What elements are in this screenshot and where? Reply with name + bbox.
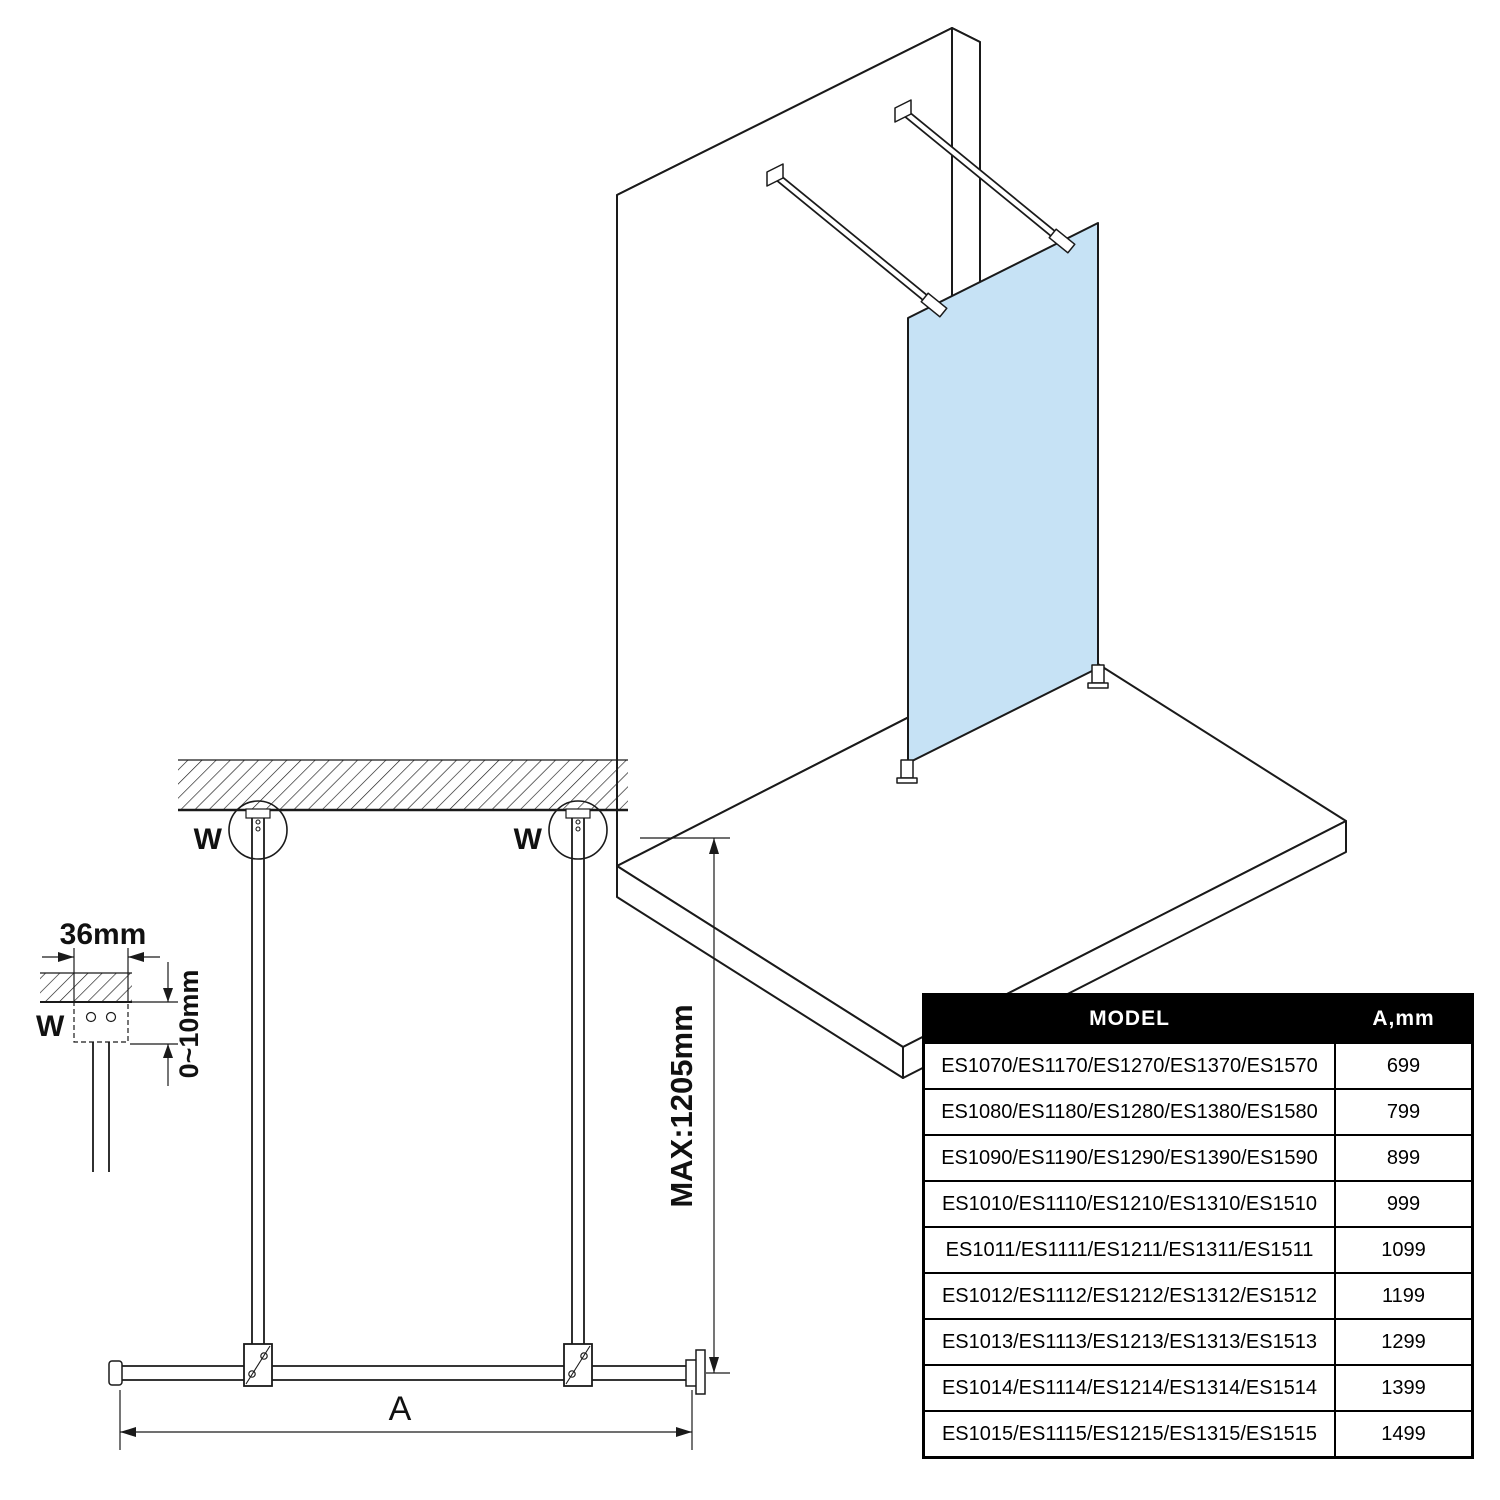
pole-clamp-left	[243, 1343, 273, 1387]
model-cell: ES1010/ES1110/ES1210/ES1310/ES1510	[922, 1180, 1336, 1228]
model-cell: ES1012/ES1112/ES1212/ES1312/ES1512	[922, 1272, 1336, 1320]
a-value-cell: 1399	[1334, 1364, 1474, 1412]
table-header-a: A,mm	[1334, 993, 1474, 1044]
glass-clamp	[920, 292, 948, 318]
a-value-cell: 1199	[1334, 1272, 1474, 1320]
a-value-cell: 799	[1334, 1088, 1474, 1136]
ceiling-bracket	[73, 1001, 129, 1043]
glass-foot	[900, 759, 914, 779]
wall-anchor-plate	[766, 163, 784, 187]
glass-foot-base	[1087, 682, 1109, 689]
model-cell: ES1070/ES1170/ES1270/ES1370/ES1570	[922, 1042, 1336, 1090]
support-pole-right	[565, 808, 591, 1352]
a-value-cell: 999	[1334, 1180, 1474, 1228]
dimension-gap: 0~10mm	[130, 962, 204, 1086]
model-cell: ES1015/ES1115/ES1215/ES1315/ES1515	[922, 1410, 1336, 1459]
w-label-right: W	[514, 823, 543, 856]
bar-right-wall-plate	[695, 1349, 706, 1395]
dim-max-label: MAX:1205mm	[664, 1004, 699, 1207]
w-label-left: W	[194, 823, 223, 856]
dimension-max-height: MAX:1205mm	[640, 837, 730, 1374]
glass-assembly	[896, 222, 1109, 784]
table-row: ES1010/ES1110/ES1210/ES1310/ES1510 999	[922, 1180, 1474, 1228]
glass-foot	[1091, 664, 1105, 684]
pole-clamp-right	[563, 1343, 593, 1387]
table-row: ES1012/ES1112/ES1212/ES1312/ES1512 1199	[922, 1272, 1474, 1320]
detail-w-label: W	[36, 1010, 65, 1043]
table-row: ES1014/ES1114/ES1214/ES1314/ES1514 1399	[922, 1364, 1474, 1412]
glass-clamp	[1048, 228, 1076, 254]
a-value-cell: 899	[1334, 1134, 1474, 1182]
table-row: ES1080/ES1180/ES1280/ES1380/ES1580 799	[922, 1088, 1474, 1136]
model-cell: ES1014/ES1114/ES1214/ES1314/ES1514	[922, 1364, 1336, 1412]
model-cell: ES1013/ES1113/ES1213/ES1313/ES1513	[922, 1318, 1336, 1366]
model-cell: ES1090/ES1190/ES1290/ES1390/ES1590	[922, 1134, 1336, 1182]
a-value-cell: 1499	[1334, 1410, 1474, 1459]
table-row: ES1015/ES1115/ES1215/ES1315/ES1515 1499	[922, 1410, 1474, 1459]
table-row: ES1013/ES1113/ES1213/ES1313/ES1513 1299	[922, 1318, 1474, 1366]
iso-view	[616, 27, 1347, 1079]
table-header-model: MODEL	[922, 993, 1336, 1044]
table-row: ES1011/ES1111/ES1211/ES1311/ES1511 1099	[922, 1226, 1474, 1274]
dim-gap-label: 0~10mm	[174, 970, 204, 1079]
detail-ceiling-hatch	[40, 973, 132, 1002]
support-bars-3d	[766, 99, 1065, 309]
dim-a-label: A	[389, 1390, 412, 1428]
dim-36-label: 36mm	[60, 918, 147, 951]
glass-top-bar	[108, 1349, 706, 1395]
model-size-table: MODEL A,mm ES1070/ES1170/ES1270/ES1370/E…	[922, 993, 1474, 1459]
detail-callout-circle-left	[228, 800, 288, 860]
dimension-a: A	[119, 1390, 693, 1450]
glass-foot-base	[896, 777, 918, 784]
table-header-row: MODEL A,mm	[922, 993, 1474, 1044]
bar-left-cap	[108, 1360, 123, 1386]
wall-anchor-plate	[894, 99, 912, 123]
bracket-screw	[105, 1011, 117, 1023]
model-cell: ES1011/ES1111/ES1211/ES1311/ES1511	[922, 1226, 1336, 1274]
detail-callout-circle-right	[548, 800, 608, 860]
bracket-screw	[85, 1011, 97, 1023]
table-row: ES1090/ES1190/ES1290/ES1390/ES1590 899	[922, 1134, 1474, 1182]
a-value-cell: 1299	[1334, 1318, 1474, 1366]
a-value-cell: 699	[1334, 1042, 1474, 1090]
model-cell: ES1080/ES1180/ES1280/ES1380/ES1580	[922, 1088, 1336, 1136]
support-pole-left	[245, 808, 271, 1352]
detail-view: 36mm W 0~10mm	[36, 918, 204, 1172]
front-view: W W	[108, 759, 730, 1450]
ceiling-hatch	[178, 760, 628, 810]
a-value-cell: 1099	[1334, 1226, 1474, 1274]
table-row: ES1070/ES1170/ES1270/ES1370/ES1570 699	[922, 1042, 1474, 1090]
